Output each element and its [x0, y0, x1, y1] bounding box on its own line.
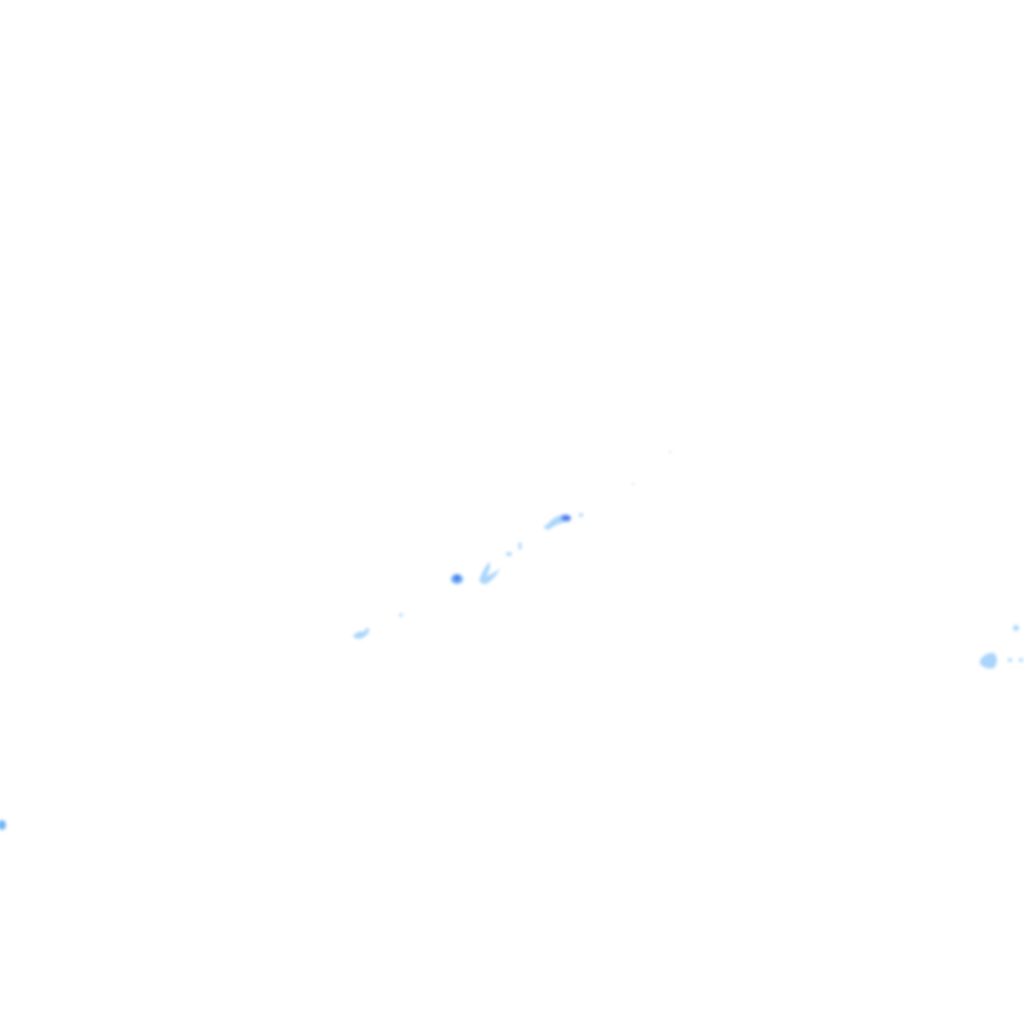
precipitation-echo [980, 652, 997, 669]
precipitation-echo [561, 515, 571, 521]
precipitation-echo [479, 562, 500, 584]
precipitation-echo [632, 483, 634, 485]
precipitation-echo [454, 575, 460, 581]
precipitation-echo [353, 627, 370, 639]
precipitation-echo [506, 552, 512, 556]
precipitation-echo [0, 820, 6, 830]
precipitation-echo [1013, 625, 1019, 631]
precipitation-echo [399, 613, 403, 617]
precipitation-echo [544, 525, 550, 529]
precipitation-echo [518, 542, 522, 550]
precipitation-echo [1019, 658, 1023, 662]
precipitation-echo [669, 451, 671, 453]
precipitation-echo [1008, 658, 1012, 662]
precipitation-echo [579, 513, 583, 517]
